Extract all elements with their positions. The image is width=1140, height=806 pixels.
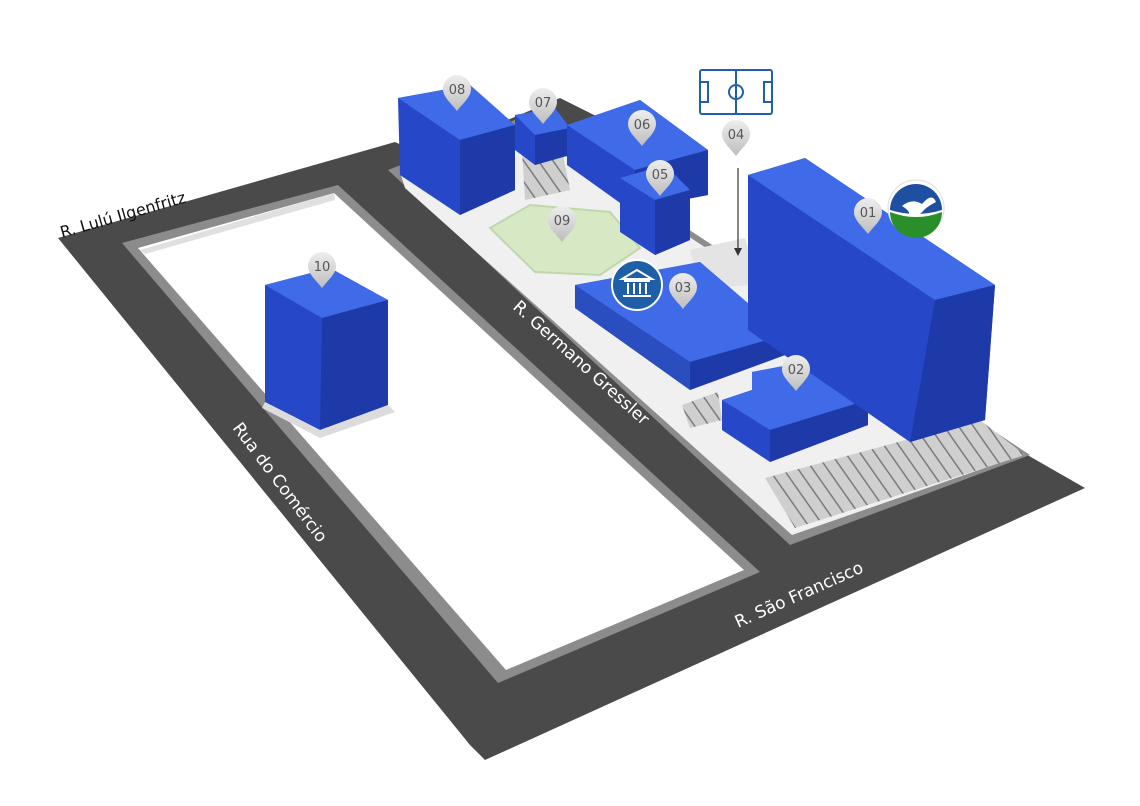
pin-10[interactable]: 10 bbox=[308, 252, 336, 288]
dove-logo-icon[interactable] bbox=[887, 179, 945, 238]
soccer-field-icon bbox=[699, 69, 773, 115]
pin-label: 09 bbox=[554, 214, 571, 229]
pin-label: 08 bbox=[449, 83, 466, 98]
pin-marker-shape bbox=[628, 110, 656, 146]
pin-label: 01 bbox=[860, 206, 877, 221]
grass-area-09 bbox=[488, 203, 642, 277]
pin-01[interactable]: 01 bbox=[854, 198, 882, 234]
pin-marker-shape bbox=[308, 252, 336, 288]
pin-marker-shape bbox=[722, 120, 750, 156]
building-08[interactable] bbox=[398, 85, 515, 215]
museum-icon[interactable] bbox=[611, 259, 663, 311]
pin-label: 06 bbox=[634, 118, 651, 133]
pin-06[interactable]: 06 bbox=[628, 110, 656, 146]
west-block-shadow bbox=[140, 193, 335, 254]
pin-marker-shape bbox=[782, 355, 810, 391]
pin-label: 10 bbox=[314, 260, 331, 275]
pin-marker-shape bbox=[529, 88, 557, 124]
pin-label: 05 bbox=[652, 168, 669, 183]
pin-label: 02 bbox=[788, 363, 805, 378]
parking-02 bbox=[682, 392, 722, 428]
building-10[interactable] bbox=[262, 268, 395, 438]
pin-marker-shape bbox=[548, 206, 576, 242]
pin-label: 04 bbox=[728, 128, 745, 143]
pin-label: 03 bbox=[675, 281, 692, 296]
building-pins: 01 02 03 04 05 06 07 08 09 10 bbox=[308, 75, 882, 391]
building-05[interactable] bbox=[620, 165, 690, 255]
parking-south bbox=[765, 420, 1025, 528]
pin-02[interactable]: 02 bbox=[782, 355, 810, 391]
arrowhead-04 bbox=[734, 248, 742, 256]
pin-03[interactable]: 03 bbox=[669, 273, 697, 309]
pin-07[interactable]: 07 bbox=[529, 88, 557, 124]
pin-marker-shape bbox=[646, 160, 674, 196]
pin-marker-shape bbox=[854, 198, 882, 234]
pin-label: 07 bbox=[535, 96, 552, 111]
pin-05[interactable]: 05 bbox=[646, 160, 674, 196]
pin-09[interactable]: 09 bbox=[548, 206, 576, 242]
pin-08[interactable]: 08 bbox=[443, 75, 471, 111]
pin-04[interactable]: 04 bbox=[722, 120, 750, 156]
pin-marker-shape bbox=[443, 75, 471, 111]
pin-marker-shape bbox=[669, 273, 697, 309]
